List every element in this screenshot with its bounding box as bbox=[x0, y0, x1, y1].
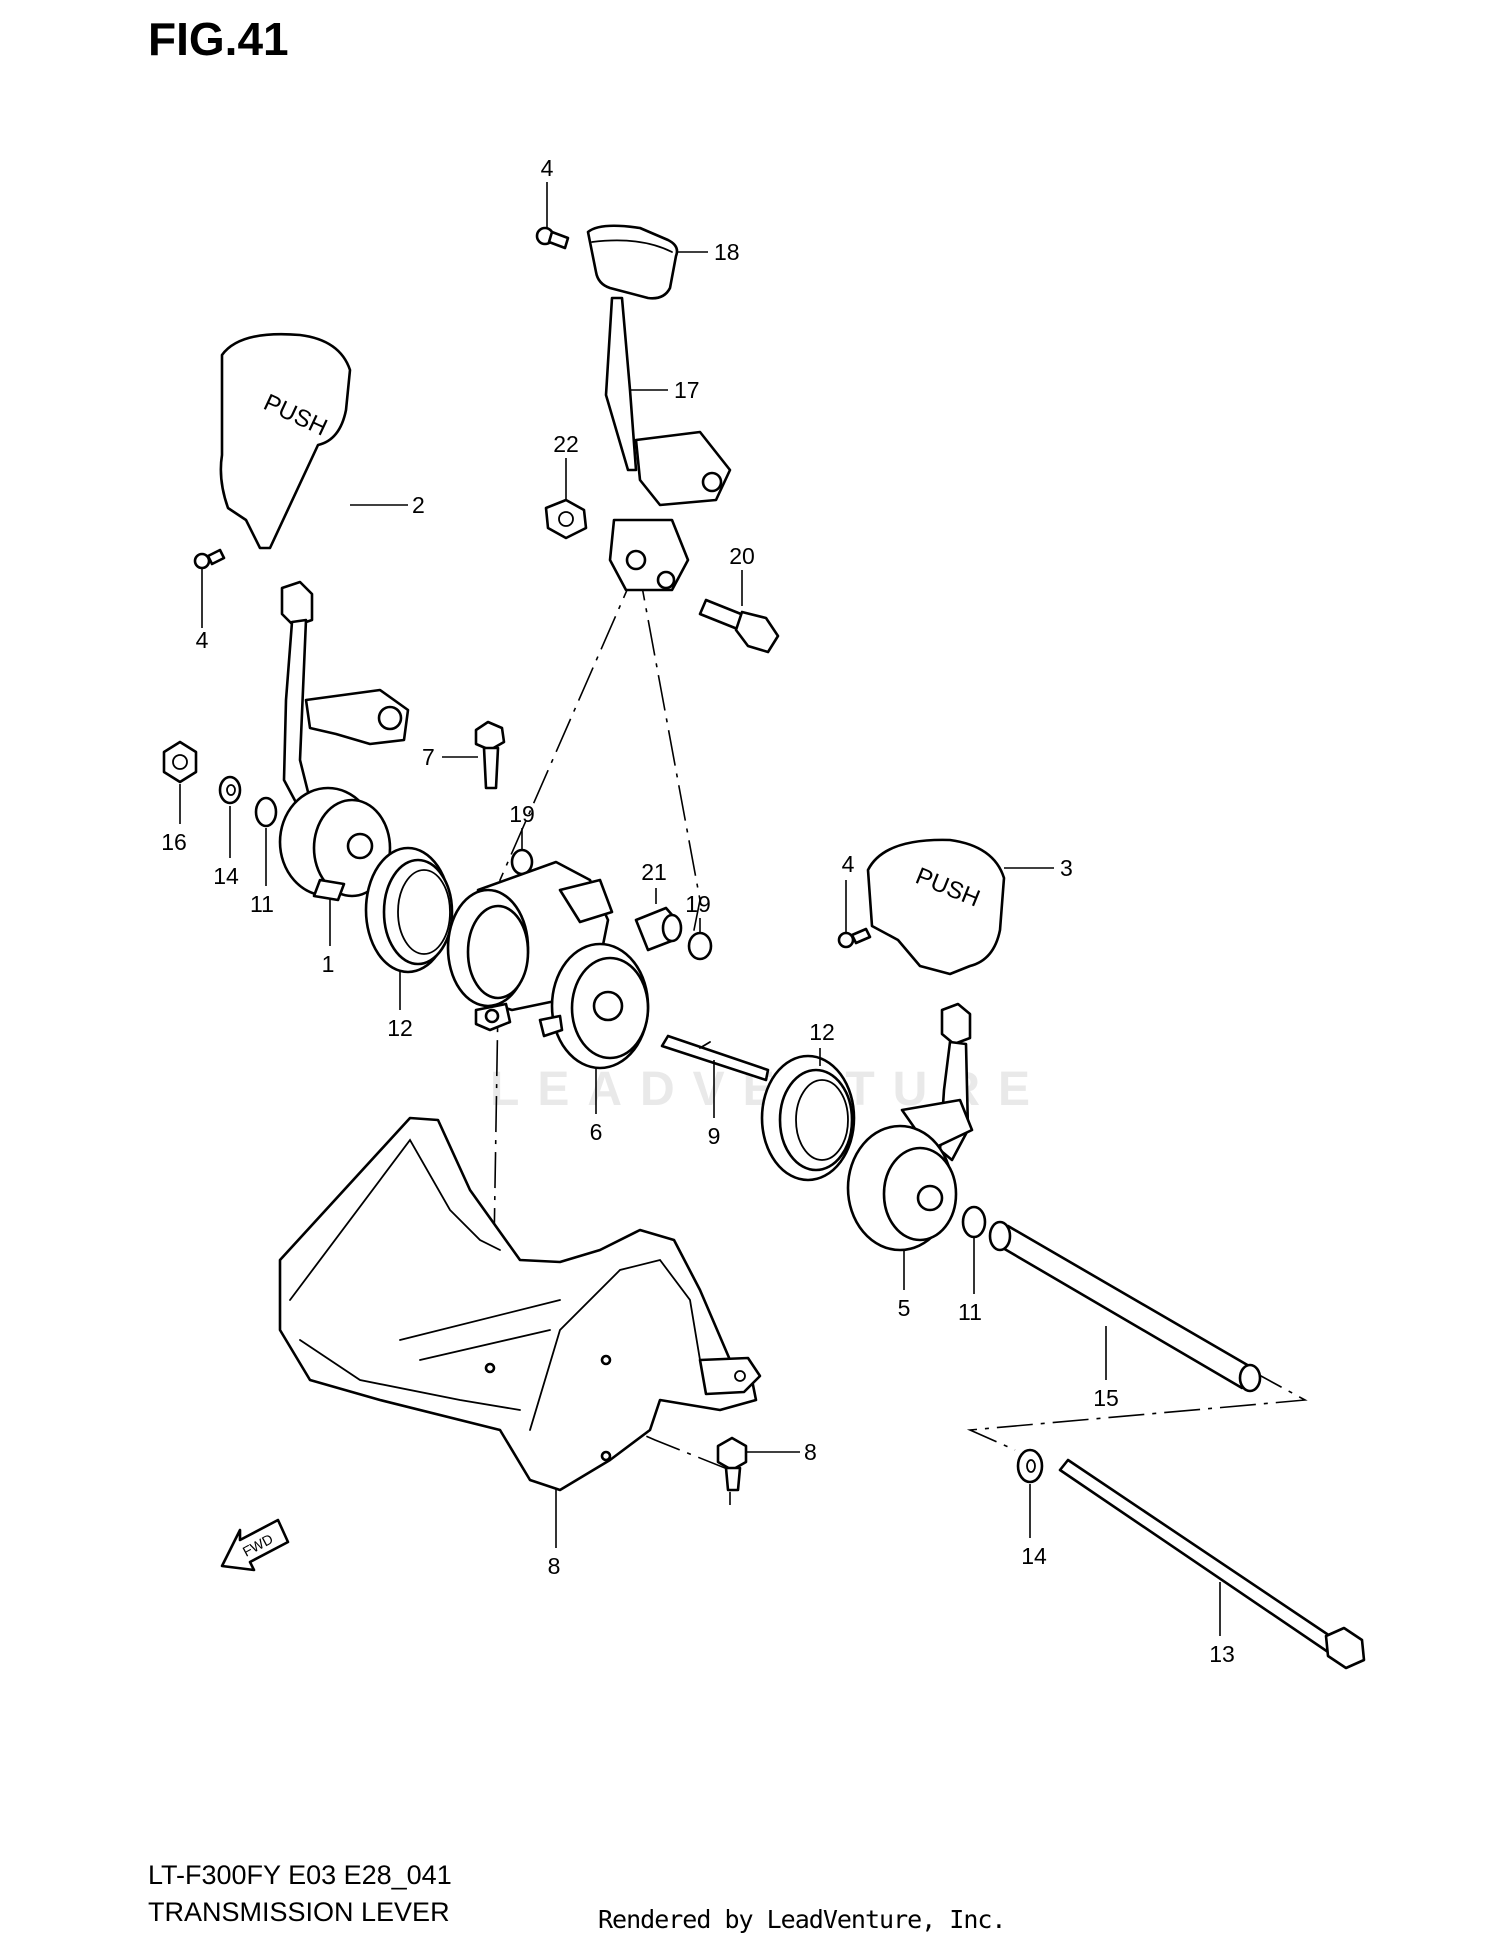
callout-labels: 4 18 17 22 20 2 4 7 16 14 11 1 12 19 21 … bbox=[161, 155, 1235, 1667]
callout-1: 1 bbox=[322, 951, 335, 977]
part-16-nut[interactable] bbox=[162, 740, 198, 784]
callout-22: 22 bbox=[553, 431, 579, 457]
callout-3: 3 bbox=[1060, 855, 1073, 881]
callout-16: 16 bbox=[161, 829, 187, 855]
figure-title: FIG.41 bbox=[148, 13, 289, 65]
part-4-screw-right[interactable] bbox=[837, 927, 872, 949]
part-7-bolt[interactable] bbox=[474, 720, 506, 790]
section-name: TRANSMISSION LEVER bbox=[148, 1897, 450, 1927]
model-code: LT-F300FY E03 E28_041 bbox=[148, 1860, 452, 1890]
callout-4-left: 4 bbox=[196, 627, 209, 653]
callout-15: 15 bbox=[1093, 1385, 1119, 1411]
part-20-bolt[interactable] bbox=[698, 598, 780, 654]
callout-17: 17 bbox=[674, 377, 700, 403]
part-8-bracket[interactable] bbox=[278, 1116, 762, 1492]
fwd-arrow-icon: FWD bbox=[220, 1518, 290, 1572]
part-6-housing[interactable] bbox=[446, 860, 650, 1070]
part-10-shaft[interactable] bbox=[660, 1034, 770, 1082]
callout-14-right: 14 bbox=[1021, 1543, 1047, 1569]
callout-18: 18 bbox=[714, 239, 740, 265]
part-15-shaft[interactable] bbox=[988, 1220, 1262, 1393]
part-4-bolt-top[interactable] bbox=[535, 226, 570, 250]
callout-19-upper: 19 bbox=[509, 801, 535, 827]
part-3-knob-right[interactable]: PUSH bbox=[866, 838, 1006, 976]
callout-8: 8 bbox=[548, 1553, 561, 1579]
callout-14-left: 14 bbox=[213, 863, 239, 889]
assembly-line-rod bbox=[966, 1369, 1308, 1451]
callout-5: 5 bbox=[898, 1295, 911, 1321]
part-9-bolt[interactable] bbox=[716, 1436, 748, 1492]
callout-12-left: 12 bbox=[387, 1015, 413, 1041]
part-1-lever-left[interactable] bbox=[278, 580, 410, 902]
part-13-bolt[interactable] bbox=[1058, 1458, 1366, 1670]
assembly-line-right bbox=[637, 564, 701, 951]
leader-lines bbox=[179, 182, 1221, 1636]
part-2-knob-left[interactable]: PUSH bbox=[219, 332, 352, 550]
callout-9: 8 bbox=[804, 1439, 817, 1465]
part-21-pin[interactable] bbox=[634, 906, 683, 952]
callout-4-right: 4 bbox=[842, 851, 855, 877]
callout-21: 21 bbox=[641, 859, 667, 885]
part-19-ring-lower[interactable] bbox=[687, 931, 713, 961]
part-18-top-knob[interactable] bbox=[586, 224, 679, 300]
part-22-nut[interactable] bbox=[544, 498, 588, 540]
part-12-seal-right[interactable] bbox=[760, 1054, 856, 1182]
callout-10: 9 bbox=[708, 1123, 721, 1149]
part-5-lever-right[interactable] bbox=[846, 1002, 974, 1252]
callout-12-right: 12 bbox=[809, 1019, 835, 1045]
callout-11-left: 11 bbox=[250, 891, 274, 917]
part-11-ring-right[interactable] bbox=[961, 1205, 987, 1239]
part-12-seal-left[interactable] bbox=[364, 846, 454, 974]
rendered-by: Rendered by LeadVenture, Inc. bbox=[598, 1905, 1006, 1934]
part-4-screw-left[interactable] bbox=[193, 548, 226, 570]
part-14-washer-right[interactable] bbox=[1016, 1448, 1044, 1484]
callout-11-right: 11 bbox=[958, 1299, 982, 1325]
callout-13: 13 bbox=[1209, 1641, 1235, 1667]
callout-19-lower: 19 bbox=[685, 891, 711, 917]
part-17-lever[interactable] bbox=[604, 296, 732, 592]
callout-7: 7 bbox=[422, 744, 435, 770]
part-14-washer-left[interactable] bbox=[218, 775, 242, 805]
callout-4-top: 4 bbox=[541, 155, 554, 181]
part-11-ring-left[interactable] bbox=[254, 796, 278, 828]
assembly-line-left bbox=[491, 564, 639, 1371]
callout-6: 6 bbox=[590, 1119, 603, 1145]
callout-20: 20 bbox=[729, 543, 755, 569]
callout-2: 2 bbox=[412, 492, 425, 518]
